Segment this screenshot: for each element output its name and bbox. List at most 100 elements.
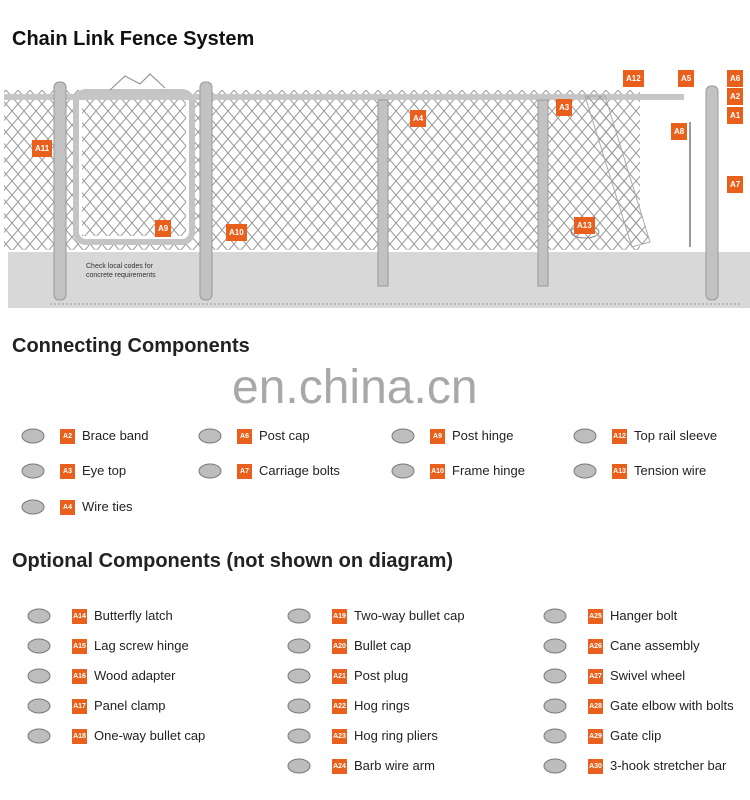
hanger-bolt-icon — [540, 605, 570, 627]
component-label: Hog ring pliers — [354, 728, 438, 743]
component-label: Top rail sleeve — [634, 428, 718, 443]
connecting-heading: Connecting Components — [12, 335, 250, 357]
eye-top-icon — [18, 460, 48, 482]
component-label: Barb wire arm — [354, 758, 435, 773]
component-label: Gate elbow with bolts — [610, 698, 734, 713]
diagram-label-a3: A3 — [556, 99, 573, 116]
part-code-badge: A29 — [588, 729, 603, 744]
part-code-badge: A14 — [72, 609, 87, 624]
posts — [53, 81, 719, 301]
diagram-label-a4: A4 — [410, 110, 427, 127]
butterfly-latch-icon — [24, 605, 54, 627]
panel-clamp-icon — [24, 695, 54, 717]
component-label: Hanger bolt — [610, 608, 678, 623]
component-label: Hog rings — [354, 698, 410, 713]
post-plug-icon — [284, 665, 314, 687]
part-code-badge: A7 — [237, 464, 252, 479]
tension-wire-icon — [570, 460, 600, 482]
diagram-label-a8: A8 — [671, 123, 688, 140]
part-code-badge: A28 — [588, 699, 603, 714]
component-label: Bullet cap — [354, 638, 412, 653]
part-code-badge: A15 — [72, 639, 87, 654]
gate-clip-icon — [540, 725, 570, 747]
lag-screw-hinge-icon — [24, 635, 54, 657]
optional-heading: Optional Components (not shown on diagra… — [12, 550, 454, 572]
two-way-bullet-cap-icon — [284, 605, 314, 627]
component-label: Swivel wheel — [610, 668, 686, 683]
part-code-badge: A30 — [588, 759, 603, 774]
3-hook-stretcher-bar-icon — [540, 755, 570, 777]
diagram-label-a2: A2 — [727, 88, 744, 105]
part-code-badge: A16 — [72, 669, 87, 684]
part-code-badge: A23 — [332, 729, 347, 744]
part-code-badge: A3 — [60, 464, 75, 479]
diagram-label-a7: A7 — [727, 176, 744, 193]
barb-wire-arm-icon — [284, 755, 314, 777]
wire-ties-icon — [18, 496, 48, 518]
diagram-label-a10: A10 — [226, 224, 247, 241]
page-title: Chain Link Fence System — [12, 28, 255, 50]
component-label: Wire ties — [82, 499, 133, 514]
one-way-bullet-cap-icon — [24, 725, 54, 747]
diagram-label-a1: A1 — [727, 107, 744, 124]
part-code-badge: A21 — [332, 669, 347, 684]
component-label: Gate clip — [610, 728, 662, 743]
cane-assembly-icon — [540, 635, 570, 657]
part-code-badge: A24 — [332, 759, 347, 774]
component-label: 3-hook stretcher bar — [610, 758, 727, 773]
component-label: Wood adapter — [94, 668, 176, 683]
post-cap-icon — [195, 425, 225, 447]
part-code-badge: A4 — [60, 500, 75, 515]
component-label: Post hinge — [452, 428, 514, 443]
component-label: Two-way bullet cap — [354, 608, 465, 623]
component-label: Post cap — [259, 428, 310, 443]
concrete-note: Check local codes for concrete requireme… — [86, 263, 156, 279]
component-label: Eye top — [82, 463, 127, 478]
hog-ring-pliers-icon — [284, 725, 314, 747]
fence-diagram — [4, 73, 750, 308]
part-code-badge: A12 — [612, 429, 627, 444]
diagram-label-a5: A5 — [678, 70, 695, 87]
diagram-label-a12: A12 — [623, 70, 644, 87]
gate-top-wire — [109, 73, 166, 91]
hog-rings-icon — [284, 695, 314, 717]
frame-hinge-icon — [388, 460, 418, 482]
watermark: en.china.cn — [232, 361, 478, 414]
part-code-badge: A10 — [430, 464, 445, 479]
component-label: Butterfly latch — [94, 608, 173, 623]
diagram-label-a11: A11 — [32, 140, 53, 157]
post-hinge-icon — [388, 425, 418, 447]
diagram-label-a9: A9 — [155, 220, 172, 237]
carriage-bolts-icon — [195, 460, 225, 482]
component-label: Cane assembly — [610, 638, 700, 653]
part-code-badge: A18 — [72, 729, 87, 744]
part-code-badge: A13 — [612, 464, 627, 479]
part-code-badge: A25 — [588, 609, 603, 624]
component-label: Carriage bolts — [259, 463, 340, 478]
component-label: One-way bullet cap — [94, 728, 206, 743]
component-label: Lag screw hinge — [94, 638, 189, 653]
brace-band-icon — [18, 425, 48, 447]
component-label: Tension wire — [634, 463, 707, 478]
part-code-badge: A19 — [332, 609, 347, 624]
part-code-badge: A2 — [60, 429, 75, 444]
part-code-badge: A27 — [588, 669, 603, 684]
part-code-badge: A26 — [588, 639, 603, 654]
swivel-wheel-icon — [540, 665, 570, 687]
component-label: Frame hinge — [452, 463, 525, 478]
component-label: Brace band — [82, 428, 149, 443]
part-code-badge: A20 — [332, 639, 347, 654]
diagram-label-a6: A6 — [727, 70, 744, 87]
gate-elbow-with-bolts-icon — [540, 695, 570, 717]
top-rail — [4, 94, 684, 100]
component-label: Post plug — [354, 668, 409, 683]
wood-adapter-icon — [24, 665, 54, 687]
top-rail-sleeve-icon — [570, 425, 600, 447]
component-label: Panel clamp — [94, 698, 166, 713]
part-code-badge: A17 — [72, 699, 87, 714]
part-code-badge: A22 — [332, 699, 347, 714]
part-code-badge: A6 — [237, 429, 252, 444]
part-code-badge: A9 — [430, 429, 445, 444]
diagram-label-a13: A13 — [574, 217, 595, 234]
